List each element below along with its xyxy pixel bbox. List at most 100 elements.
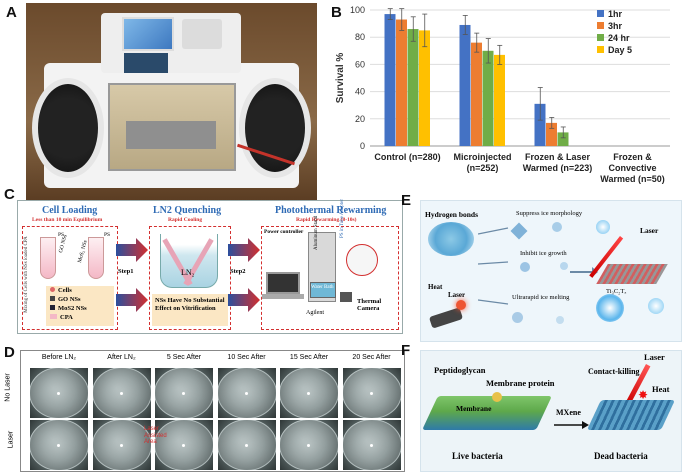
laser-droplet-image: [342, 420, 401, 470]
droplet-marker: [182, 443, 186, 447]
ps-in-tube-label: PS in Tube Adapter: [340, 198, 345, 238]
droplet-marker: [307, 443, 311, 447]
no-laser-droplet-image: [342, 368, 401, 418]
laser-label-left: Laser: [448, 291, 466, 299]
thermal-camera-label: Thermal Camera: [357, 298, 382, 313]
droplet-marker: [119, 443, 123, 447]
legend-mos2-dot: [50, 305, 55, 310]
step1-label: Step1: [118, 268, 134, 275]
right-glove-port: [239, 78, 311, 178]
row-label-no-laser: No Laser: [4, 373, 12, 402]
ice-crystal-2: [552, 222, 562, 232]
bar-24-hr: [407, 29, 419, 146]
cell-loading-title: Cell Loading: [42, 205, 98, 216]
membrane-protein-label: Membrane protein: [486, 378, 555, 388]
inhibit-ice-label: Inhibit ice growth: [520, 250, 567, 257]
ps-label-2: PS: [104, 232, 111, 238]
glow-crystal-2: [596, 294, 624, 322]
panel-letter-c: C: [4, 186, 15, 203]
category-label: Control (n=280): [374, 152, 440, 162]
category-label: Frozen & Laser: [525, 152, 591, 162]
no-laser-droplet-image: [30, 368, 88, 418]
legend-swatch: [597, 46, 604, 53]
laser-droplet-image: [155, 420, 213, 470]
droplet-marker: [307, 391, 311, 395]
inner-apparatus: [126, 121, 216, 149]
droplet-marker: [182, 391, 186, 395]
droplet-marker: [369, 443, 373, 447]
legend-swatch: [597, 22, 604, 29]
timepoint-header: Before LN₂: [41, 354, 77, 361]
droplet-marker: [244, 443, 248, 447]
ice-crystal-4: [560, 262, 568, 270]
legend-go-dot: [50, 296, 55, 301]
ln2-quenching-title: LN2 Quenching: [153, 205, 222, 216]
mxene-label: MXene: [556, 408, 581, 417]
category-label: Frozen &: [613, 152, 652, 162]
tube-left: [40, 237, 56, 279]
timepoint-header: 5 Sec After: [166, 354, 202, 361]
legend-cells-dot: [50, 287, 55, 292]
rapid-cooling-label: Rapid Cooling: [168, 217, 203, 223]
timepoint-header: After LN₂: [107, 354, 136, 361]
hydrogen-bond-network: [428, 222, 474, 256]
power-controller-label: Power controller: [264, 229, 304, 235]
legend-cpa-dot: [50, 314, 57, 319]
droplet-marker: [369, 391, 373, 395]
panel-letter-f: F: [401, 342, 411, 359]
panel-letter-b: B: [331, 4, 342, 21]
bar-24-hr: [557, 132, 569, 146]
ice-crystal-5: [512, 312, 523, 323]
panel-e-arrows: [478, 227, 598, 305]
panel-letter-d: D: [4, 344, 15, 361]
live-bacteria-label: Live bacteria: [452, 451, 503, 461]
live-membrane-slab: [422, 396, 552, 430]
membrane-label: Membrane: [456, 404, 492, 413]
heat-label-f: Heat: [652, 384, 670, 394]
legend-label: 3hr: [608, 21, 623, 31]
bar-day-5: [419, 30, 430, 146]
left-glove-port: [32, 78, 104, 178]
cell-loading-box: [22, 226, 118, 330]
legend-label: 24 hr: [608, 33, 630, 43]
photothermal-title: Photothermal Rewarming: [275, 205, 387, 216]
water-bath-label: Water Bath: [311, 285, 334, 290]
contact-killing-label: Contact-killing: [588, 367, 640, 376]
step2-arrows: [228, 238, 260, 312]
category-label: Warmed (n=223): [523, 163, 592, 173]
agilent-label: Agilent: [306, 310, 324, 316]
step1-arrows: [116, 238, 148, 312]
ln2-box: [149, 226, 231, 330]
tube-right: [88, 237, 104, 279]
ln2-label: LN₂: [181, 268, 195, 277]
legend-go: GO NSs: [50, 296, 81, 303]
bar-1hr: [534, 103, 546, 146]
timepoint-header: 10 Sec After: [227, 354, 266, 361]
laptop-base: [262, 294, 304, 299]
no-laser-droplet-image: [155, 368, 213, 418]
legend-label: Day 5: [608, 45, 632, 55]
step2-label: Step2: [230, 268, 246, 275]
droplet-marker: [57, 443, 61, 447]
display-screen: [124, 53, 168, 73]
bar-1hr: [459, 24, 471, 146]
droplet-marker: [119, 391, 123, 395]
legend-box-c: [46, 286, 114, 326]
aluminum-stand-label: Aluminum Stand: [314, 215, 319, 250]
tube-adapter-circle: [346, 244, 378, 276]
category-label: Warmed (n=50): [600, 174, 664, 184]
ultrarapid-melting-label: Ultrarapid ice melting: [512, 294, 570, 301]
y-tick-label: 60: [355, 59, 365, 69]
category-label: (n=252): [467, 163, 499, 173]
legend-label: 1hr: [608, 9, 623, 19]
ps-label-1: PS: [58, 232, 65, 238]
glow-crystal-3: [648, 298, 664, 314]
laser-droplet-image: [30, 420, 88, 470]
row-label-laser: Laser: [7, 430, 15, 449]
droplet-marker: [57, 391, 61, 395]
legend-go-text: GO NSs: [58, 296, 81, 303]
laser-droplet-image: [217, 420, 276, 470]
laser-droplet-image: [280, 420, 338, 470]
laser-label-f: Laser: [644, 352, 665, 362]
